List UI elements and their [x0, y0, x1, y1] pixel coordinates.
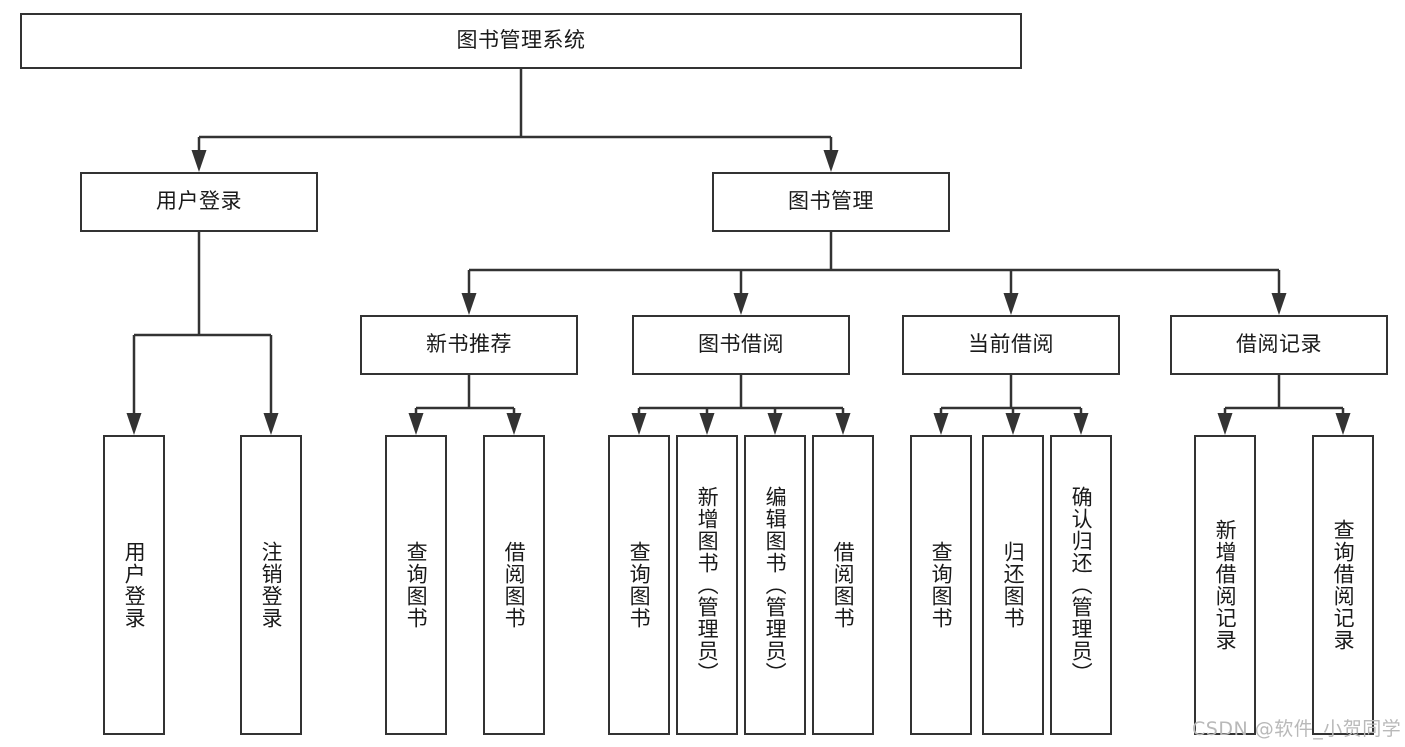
- node-leaf_5[interactable]: 新增图书（管理员）: [676, 435, 738, 735]
- arrowhead: [631, 413, 647, 435]
- node-label: 借阅记录: [1236, 332, 1322, 357]
- node-label: 编辑图书（管理员）: [763, 486, 788, 684]
- node-l2_1[interactable]: 图书管理: [712, 172, 950, 232]
- arrowhead: [1335, 413, 1351, 435]
- arrowhead: [835, 413, 851, 435]
- node-leaf_11[interactable]: 新增借阅记录: [1194, 435, 1256, 735]
- node-label: 用户登录: [156, 189, 242, 214]
- node-label: 确认归还（管理员）: [1069, 486, 1094, 684]
- node-leaf_12[interactable]: 查询借阅记录: [1312, 435, 1374, 735]
- node-label: 新增借阅记录: [1213, 519, 1238, 651]
- node-label: 借阅图书: [831, 541, 856, 629]
- arrowhead: [191, 150, 207, 172]
- node-label: 归还图书: [1001, 541, 1026, 629]
- node-label: 查询图书: [627, 541, 652, 629]
- arrowhead: [126, 413, 142, 435]
- node-label: 当前借阅: [968, 332, 1054, 357]
- node-label: 用户登录: [122, 541, 147, 629]
- arrowhead: [933, 413, 949, 435]
- node-label: 借阅图书: [502, 541, 527, 629]
- node-label: 注销登录: [259, 541, 284, 629]
- arrowhead: [1217, 413, 1233, 435]
- arrowhead: [1005, 413, 1021, 435]
- node-leaf_0[interactable]: 用户登录: [103, 435, 165, 735]
- node-label: 查询图书: [404, 541, 429, 629]
- arrowhead: [506, 413, 522, 435]
- node-label: 图书借阅: [698, 332, 784, 357]
- node-l3_0[interactable]: 新书推荐: [360, 315, 578, 375]
- node-label: 查询图书: [929, 541, 954, 629]
- arrowhead: [1073, 413, 1089, 435]
- arrowhead: [699, 413, 715, 435]
- arrowhead: [263, 413, 279, 435]
- node-l3_3[interactable]: 借阅记录: [1170, 315, 1388, 375]
- node-l3_1[interactable]: 图书借阅: [632, 315, 850, 375]
- arrowhead: [1271, 293, 1287, 315]
- arrowhead: [733, 293, 749, 315]
- node-label: 新书推荐: [426, 332, 512, 357]
- node-leaf_7[interactable]: 借阅图书: [812, 435, 874, 735]
- node-leaf_6[interactable]: 编辑图书（管理员）: [744, 435, 806, 735]
- arrowhead: [408, 413, 424, 435]
- arrowhead: [767, 413, 783, 435]
- node-label: 图书管理系统: [456, 28, 586, 53]
- node-leaf_4[interactable]: 查询图书: [608, 435, 670, 735]
- node-root[interactable]: 图书管理系统: [20, 13, 1022, 69]
- node-l3_2[interactable]: 当前借阅: [902, 315, 1120, 375]
- node-leaf_3[interactable]: 借阅图书: [483, 435, 545, 735]
- arrowhead: [823, 150, 839, 172]
- node-label: 新增图书（管理员）: [695, 486, 720, 684]
- node-leaf_10[interactable]: 确认归还（管理员）: [1050, 435, 1112, 735]
- node-leaf_1[interactable]: 注销登录: [240, 435, 302, 735]
- node-leaf_2[interactable]: 查询图书: [385, 435, 447, 735]
- node-l2_0[interactable]: 用户登录: [80, 172, 318, 232]
- arrowhead: [461, 293, 477, 315]
- node-leaf_9[interactable]: 归还图书: [982, 435, 1044, 735]
- node-label: 查询借阅记录: [1331, 519, 1356, 651]
- arrowhead: [1003, 293, 1019, 315]
- node-label: 图书管理: [788, 189, 874, 214]
- node-leaf_8[interactable]: 查询图书: [910, 435, 972, 735]
